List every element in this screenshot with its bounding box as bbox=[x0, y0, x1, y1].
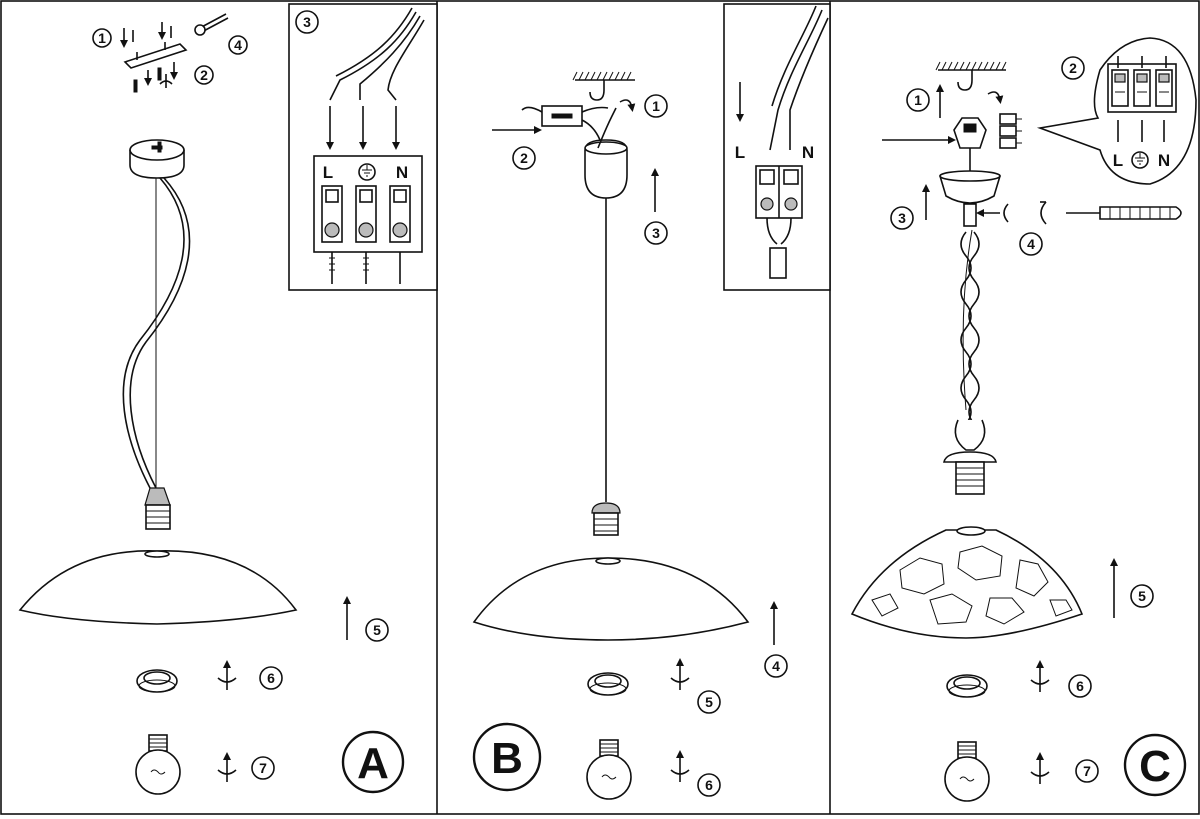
wiring-detail-box: L N bbox=[723, 3, 831, 291]
terminal-live-label: L bbox=[323, 163, 333, 182]
svg-text:2: 2 bbox=[200, 67, 208, 83]
ceiling-hook-icon bbox=[572, 71, 635, 101]
shade-ring bbox=[136, 669, 178, 693]
rotate-arrow-icon bbox=[670, 658, 690, 690]
step-1-label: 1 bbox=[906, 88, 930, 112]
step-5-label: 5 bbox=[697, 690, 721, 714]
svg-text:6: 6 bbox=[705, 777, 713, 793]
lamp-holder bbox=[943, 419, 997, 495]
suspension-chain bbox=[960, 229, 980, 425]
svg-text:2: 2 bbox=[520, 150, 528, 166]
rotate-arrow-icon bbox=[217, 660, 237, 690]
rotate-arrow-icon bbox=[1030, 660, 1050, 692]
screwdriver-icon bbox=[1066, 206, 1182, 220]
glass-shade bbox=[18, 550, 298, 625]
ceiling-hook-icon bbox=[935, 61, 1007, 91]
svg-text:5: 5 bbox=[373, 622, 381, 638]
rotate-arrow-icon bbox=[217, 752, 237, 782]
light-bulb-icon bbox=[586, 739, 632, 800]
panel-letter-a: A bbox=[341, 730, 405, 794]
shade-ring bbox=[946, 674, 988, 698]
svg-text:5: 5 bbox=[1138, 588, 1146, 604]
mounting-bracket bbox=[953, 113, 1022, 172]
step-1-label: 1 bbox=[92, 28, 112, 48]
mounting-bracket bbox=[120, 13, 229, 93]
wiring-callout: 2 L N bbox=[1036, 37, 1197, 185]
step-6-label: 6 bbox=[259, 666, 283, 690]
svg-text:4: 4 bbox=[1027, 236, 1035, 252]
svg-text:6: 6 bbox=[1076, 678, 1084, 694]
lamp-holder bbox=[591, 502, 621, 536]
rotate-arrow-icon bbox=[1030, 752, 1050, 784]
step-2-label: 2 bbox=[194, 65, 214, 85]
svg-text:7: 7 bbox=[1083, 763, 1091, 779]
svg-text:1: 1 bbox=[98, 30, 106, 46]
svg-text:B: B bbox=[491, 734, 523, 783]
step-2-label: 2 bbox=[1061, 56, 1085, 80]
step-4-label: 4 bbox=[764, 654, 788, 678]
svg-text:4: 4 bbox=[234, 37, 242, 53]
svg-text:C: C bbox=[1139, 742, 1171, 791]
shade-ring bbox=[587, 672, 629, 696]
ground-symbol-icon bbox=[358, 163, 376, 181]
terminal-live-label: L bbox=[735, 143, 745, 162]
ground-symbol-icon bbox=[1131, 151, 1149, 169]
connector-block bbox=[521, 105, 609, 141]
lamp-holder bbox=[144, 487, 171, 530]
glass-shade bbox=[472, 557, 750, 641]
light-bulb-icon bbox=[944, 741, 990, 802]
panel-a: 1 2 4 bbox=[18, 3, 438, 795]
terminal-neutral-label: N bbox=[396, 163, 408, 182]
step-4-label: 4 bbox=[1019, 232, 1043, 256]
ceiling-canopy bbox=[129, 139, 185, 179]
svg-text:4: 4 bbox=[772, 658, 780, 674]
glass-shade bbox=[850, 526, 1084, 639]
svg-text:3: 3 bbox=[898, 210, 906, 226]
step-7-label: 7 bbox=[1075, 759, 1099, 783]
step-3-label: 3 bbox=[295, 10, 319, 34]
svg-text:7: 7 bbox=[259, 760, 267, 776]
terminal-neutral-label: N bbox=[802, 143, 814, 162]
step-7-label: 7 bbox=[251, 756, 275, 780]
light-bulb-icon bbox=[135, 734, 181, 795]
rotate-arrow-icon bbox=[670, 750, 690, 782]
svg-text:2: 2 bbox=[1069, 60, 1077, 76]
svg-text:5: 5 bbox=[705, 694, 713, 710]
svg-text:3: 3 bbox=[303, 14, 311, 30]
svg-text:3: 3 bbox=[652, 225, 660, 241]
step-5-label: 5 bbox=[365, 618, 389, 642]
ceiling-canopy bbox=[584, 107, 628, 199]
step-2-label: 2 bbox=[512, 146, 536, 170]
step-6-label: 6 bbox=[1068, 674, 1092, 698]
power-cable bbox=[122, 177, 185, 489]
svg-text:A: A bbox=[357, 739, 389, 788]
step-5-label: 5 bbox=[1130, 584, 1154, 608]
svg-text:1: 1 bbox=[652, 98, 660, 114]
ceiling-canopy bbox=[939, 170, 1001, 227]
step-3-label: 3 bbox=[644, 221, 668, 245]
step-3-label: 3 bbox=[890, 206, 914, 230]
svg-text:6: 6 bbox=[267, 670, 275, 686]
terminal-neutral-label: N bbox=[1158, 151, 1170, 170]
panel-letter-c: C bbox=[1123, 733, 1187, 797]
terminal-live-label: L bbox=[1113, 151, 1123, 170]
step-6-label: 6 bbox=[697, 773, 721, 797]
panel-c: 1 3 4 bbox=[850, 37, 1197, 802]
step-4-label: 4 bbox=[228, 35, 248, 55]
svg-text:1: 1 bbox=[914, 92, 922, 108]
panel-b: 1 2 3 bbox=[472, 3, 831, 800]
panel-letter-b: B bbox=[472, 722, 542, 792]
wiring-detail-box: 3 L N bbox=[288, 3, 438, 291]
step-1-label: 1 bbox=[644, 94, 668, 118]
